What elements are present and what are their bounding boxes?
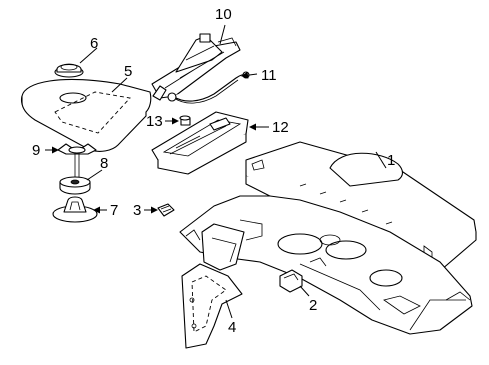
leader-10 bbox=[219, 24, 226, 45]
callout-4: 4 bbox=[228, 319, 236, 336]
part-10-jack bbox=[151, 33, 241, 101]
leader-2 bbox=[299, 285, 310, 297]
part-2-bracket bbox=[279, 269, 303, 293]
callout-10: 10 bbox=[215, 6, 232, 23]
part-12-tool-tray bbox=[151, 111, 249, 175]
rear-body-structure bbox=[179, 195, 473, 335]
part-4-side-bracket bbox=[181, 263, 243, 349]
callout-7: 7 bbox=[110, 202, 118, 219]
callout-labels: 6 5 10 11 13 12 9 8 7 3 1 2 4 bbox=[32, 6, 395, 336]
leader-6 bbox=[79, 47, 98, 64]
callout-6: 6 bbox=[90, 35, 98, 52]
leader-4 bbox=[225, 299, 233, 319]
callout-2: 2 bbox=[309, 297, 317, 314]
part-8-spacer bbox=[59, 176, 91, 195]
part-3-clip bbox=[157, 203, 175, 217]
part-13-bolt bbox=[179, 115, 191, 126]
leader-11 bbox=[241, 71, 258, 79]
part-9-wing-nut bbox=[57, 143, 97, 178]
callout-5: 5 bbox=[124, 63, 132, 80]
leader-8 bbox=[86, 169, 103, 181]
callout-1: 1 bbox=[387, 152, 395, 169]
callout-13: 13 bbox=[146, 113, 163, 130]
part-6-plug bbox=[54, 63, 84, 78]
callout-9: 9 bbox=[32, 142, 40, 159]
callout-11: 11 bbox=[261, 67, 277, 84]
leader-5 bbox=[111, 77, 128, 93]
part-5-trunk-floor-cover bbox=[20, 79, 152, 152]
callout-12: 12 bbox=[272, 119, 289, 136]
callout-3: 3 bbox=[133, 202, 141, 219]
leader-lines bbox=[45, 24, 387, 319]
callout-8: 8 bbox=[100, 155, 108, 172]
part-7-hold-down-bracket bbox=[52, 196, 98, 223]
leader-1 bbox=[375, 151, 387, 169]
